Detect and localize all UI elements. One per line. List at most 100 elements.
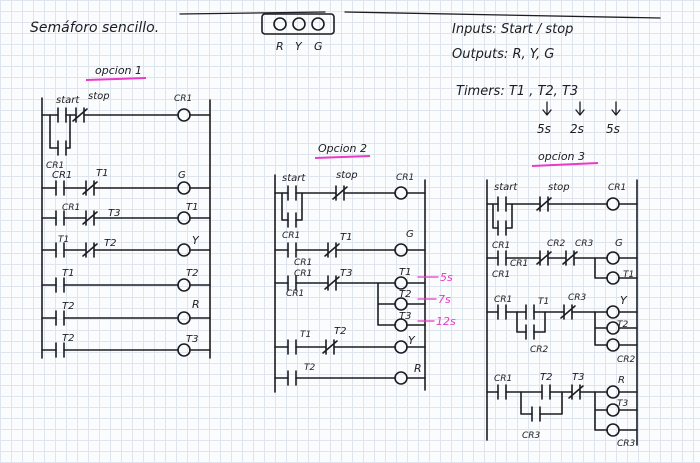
opcion2-timer-2: T2 xyxy=(399,289,411,300)
opcion1-r4-coil: Y xyxy=(192,234,200,247)
opcion2-timer-3: T3 xyxy=(399,311,411,322)
opcion1-r5-coil: T2 xyxy=(186,268,198,279)
opcion1-rung-7 xyxy=(41,342,211,358)
opcion1-r1-c2: stop xyxy=(88,91,110,102)
opcion3-r4-coil: R xyxy=(618,375,625,386)
opcion3-r2-c3: CR3 xyxy=(575,239,594,249)
opcion3-r4-coil2: T3 xyxy=(617,399,628,409)
opcion2-timer-notes xyxy=(417,276,439,322)
opcion3-r2-c1b: CR1 xyxy=(510,259,528,269)
opcion1-r4-c1: T1 xyxy=(58,235,69,245)
opcion1-rung-4 xyxy=(41,242,211,258)
opcion1-r4-c2: T2 xyxy=(104,238,116,249)
opcion2-timer-1: T1 xyxy=(399,267,411,278)
traffic-light-sketch xyxy=(261,13,335,35)
opcion3-r3-c2: T1 xyxy=(538,297,549,307)
opcion1-r1-branch: CR1 xyxy=(46,161,64,171)
lamp-label-g: G xyxy=(314,40,323,53)
opcion3-r2-c1: CR1 xyxy=(492,270,510,280)
opcion3-r1-c2: stop xyxy=(548,182,570,193)
opcion3-title: opcion 3 xyxy=(538,150,585,163)
opcion2-rung-3 xyxy=(274,275,426,332)
opcion1-rung-6 xyxy=(41,310,211,326)
opcion3-r3-coil: Y xyxy=(620,294,628,307)
opcion2-r4-c1: T1 xyxy=(300,330,311,340)
opcion2-r3-c1b: CR1 xyxy=(286,289,304,299)
timers-line: Timers: T1 , T2, T3 xyxy=(456,84,578,99)
opcion1-r3-coil: T1 xyxy=(186,202,198,213)
opcion2-rung-4 xyxy=(274,339,426,355)
opcion2-r1-c1: start xyxy=(282,173,306,184)
opcion1-r6-coil: R xyxy=(192,298,200,311)
opcion1-r5-c1: T1 xyxy=(62,268,74,279)
opcion3-rung-1 xyxy=(486,196,638,236)
opcion2-r3-c2: T3 xyxy=(340,268,352,279)
opcion2-timer-1-note: 5s xyxy=(440,271,453,284)
timer-value-t3: 5s xyxy=(606,122,620,136)
opcion2-r5-c1: T2 xyxy=(304,363,315,373)
opcion3-rung-4 xyxy=(486,384,638,437)
opcion2-r2-coil: G xyxy=(406,229,414,240)
opcion2-rung-2 xyxy=(274,242,426,258)
page-title: Semáforo sencillo. xyxy=(30,20,159,36)
opcion3-r4-branch: CR3 xyxy=(522,431,541,441)
opcion3-r2-coil: G xyxy=(615,238,623,249)
opcion3-r4-c3: T3 xyxy=(572,372,584,383)
opcion3-r2-coil2: T1 xyxy=(623,270,634,280)
opcion3-r1-branch: CR1 xyxy=(492,241,510,251)
opcion1-r2-c2: T1 xyxy=(96,168,108,179)
opcion2-timer-3-note: 12s xyxy=(436,315,456,328)
opcion1-r1-coil: CR1 xyxy=(174,94,192,104)
opcion2-r4-c2: T2 xyxy=(334,326,346,337)
opcion1-title: opcion 1 xyxy=(95,64,142,77)
opcion3-r3-c1: CR1 xyxy=(494,295,512,305)
opcion2-r1-c2: stop xyxy=(336,170,358,181)
opcion2-r2-c2: T1 xyxy=(340,232,352,243)
opcion3-r3-c3: CR3 xyxy=(568,293,587,303)
opcion1-r1-c1: start xyxy=(56,95,80,106)
opcion1-rung-1 xyxy=(41,107,211,156)
opcion3-rung-3 xyxy=(486,304,638,352)
opcion2-r3-c1: CR1 xyxy=(294,269,312,279)
opcion3-r3-coil2: T2 xyxy=(617,320,628,330)
opcion2-r1-coil: CR1 xyxy=(396,173,414,183)
opcion3-r2-c2: CR2 xyxy=(547,239,566,249)
lamp-label-y: Y xyxy=(295,40,303,53)
opcion2-rung-1 xyxy=(274,185,426,228)
opcion1-r7-coil: T3 xyxy=(186,334,198,345)
opcion1-r2-coil: G xyxy=(178,170,186,181)
opcion3-r4-c2: T2 xyxy=(540,372,552,383)
opcion2-timer-2-note: 7s xyxy=(438,293,451,306)
opcion1-rung-5 xyxy=(41,277,211,293)
opcion1-r7-c1: T2 xyxy=(62,333,74,344)
inputs-line: Inputs: Start / stop xyxy=(452,22,573,37)
opcion2-r4-coil: Y xyxy=(408,334,416,347)
opcion3-r4-coil3: CR3 xyxy=(617,439,636,449)
opcion2-r5-coil: R xyxy=(414,362,422,375)
timer-value-t1: 5s xyxy=(537,122,551,136)
lamp-label-r: R xyxy=(276,40,284,53)
title-rule xyxy=(179,11,326,15)
opcion3-rung-2 xyxy=(486,250,638,285)
opcion2-r2-c1: CR1 xyxy=(294,258,312,268)
opcion1-rung-3 xyxy=(41,210,211,226)
opcion3-r3-coil3: CR2 xyxy=(617,355,636,365)
opcion3-underline xyxy=(531,162,599,167)
opcion1-r3-c2: T3 xyxy=(108,208,120,219)
opcion2-title: Opcion 2 xyxy=(318,142,367,155)
opcion3-r4-c1: CR1 xyxy=(494,374,512,384)
opcion2-rung-5 xyxy=(274,370,426,386)
opcion3-r1-coil: CR1 xyxy=(608,183,626,193)
opcion1-r2-c1: CR1 xyxy=(52,170,72,181)
opcion1-rung-2 xyxy=(41,180,211,196)
timer-value-t2: 2s xyxy=(570,122,584,136)
opcion3-r3-branch: CR2 xyxy=(530,345,549,355)
opcion2-underline xyxy=(314,155,371,159)
opcion3-r1-c1: start xyxy=(494,182,518,193)
opcion1-rails xyxy=(41,97,211,359)
opcion1-r6-c1: T2 xyxy=(62,301,74,312)
outputs-line: Outputs: R, Y, G xyxy=(452,47,554,62)
opcion1-r3-c1: CR1 xyxy=(62,203,80,213)
